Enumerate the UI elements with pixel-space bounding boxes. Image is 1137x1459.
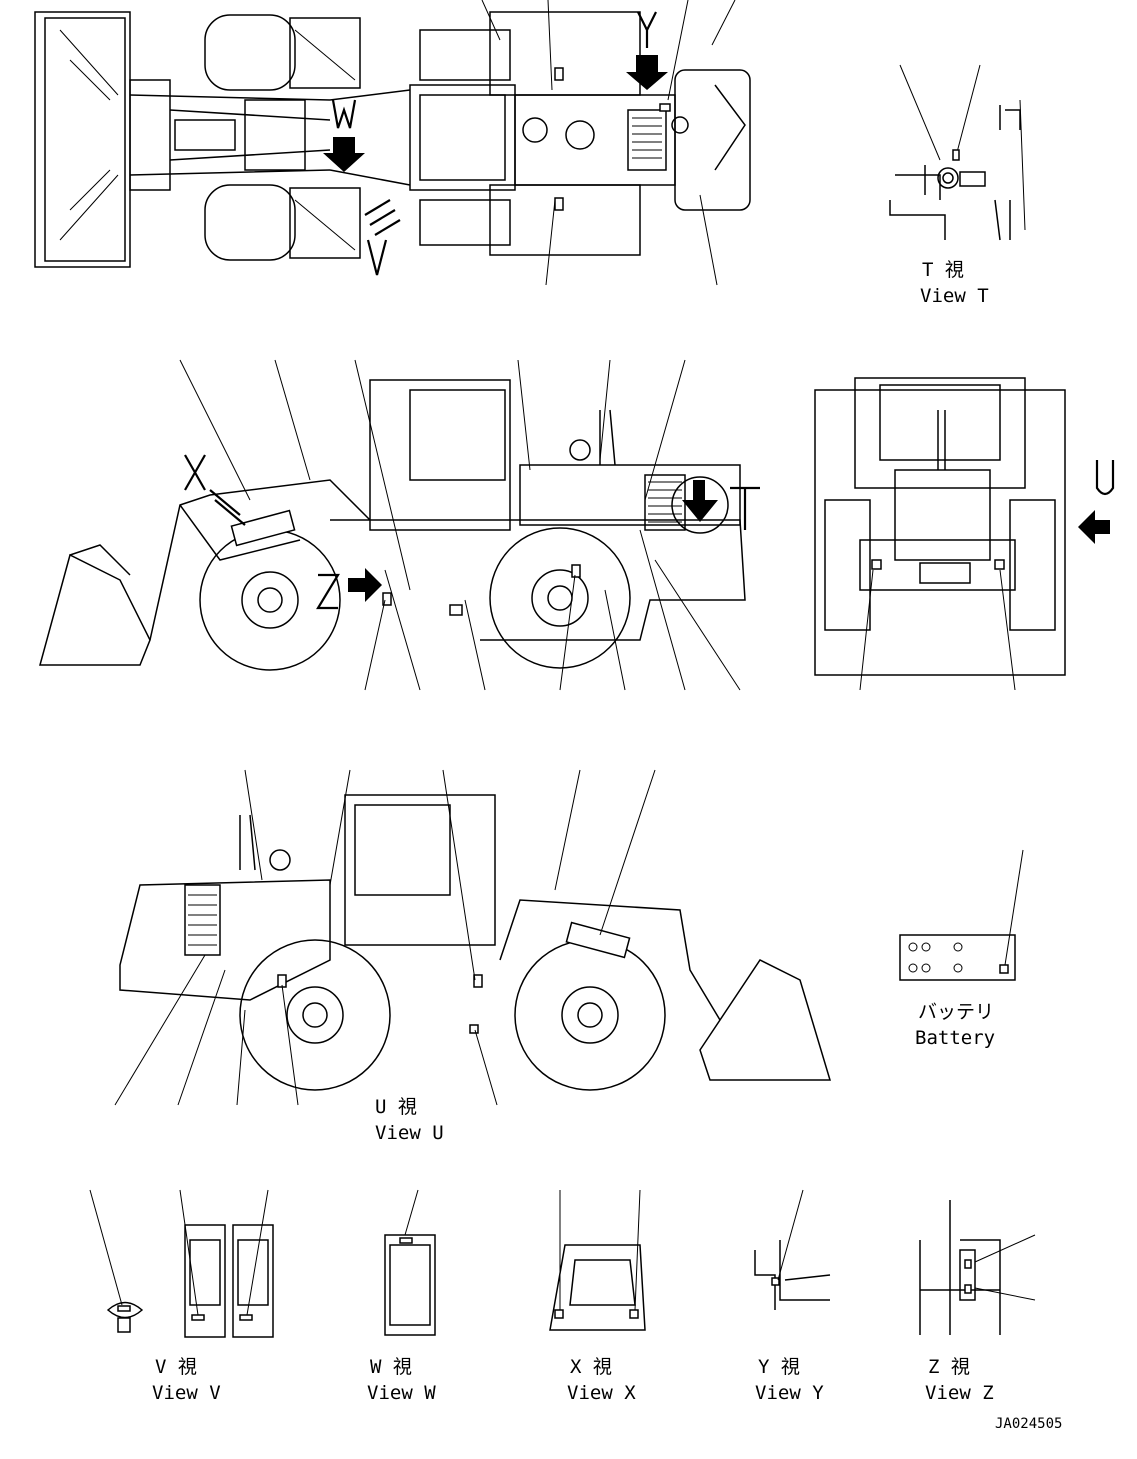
view-u-jp-label: U 視: [375, 1096, 417, 1118]
battery-illustration: [899, 849, 1024, 981]
view-z-en-label: View Z: [925, 1382, 994, 1404]
view-t-en-label: View T: [920, 285, 989, 307]
view-t-detail: [889, 64, 1026, 241]
right-side-view: [114, 769, 832, 1106]
view-v-en-label: View V: [152, 1382, 221, 1404]
view-y-jp-label: Y 視: [758, 1356, 800, 1378]
rear-view: [814, 377, 1115, 691]
view-t-jp-label: T 視: [922, 259, 964, 281]
view-w-jp-label: W 視: [370, 1356, 412, 1378]
view-u-en-label: View U: [375, 1122, 444, 1144]
drawing-number: JA024505: [995, 1416, 1062, 1432]
view-y-detail: [754, 1189, 831, 1310]
view-x-detail: [549, 1189, 646, 1331]
left-side-view: [39, 359, 760, 691]
view-w-detail: [384, 1189, 436, 1336]
battery-jp-label: バッテリ: [918, 1001, 994, 1023]
view-z-jp-label: Z 視: [928, 1356, 970, 1378]
view-y-en-label: View Y: [755, 1382, 824, 1404]
view-z-detail: [919, 1200, 1036, 1335]
top-view: [34, 0, 751, 286]
view-v-detail: [89, 1189, 274, 1338]
view-x-en-label: View X: [567, 1382, 636, 1404]
view-w-en-label: View W: [367, 1382, 436, 1404]
view-x-jp-label: X 視: [570, 1356, 612, 1378]
view-v-jp-label: V 視: [155, 1356, 197, 1378]
battery-en-label: Battery: [915, 1027, 995, 1049]
